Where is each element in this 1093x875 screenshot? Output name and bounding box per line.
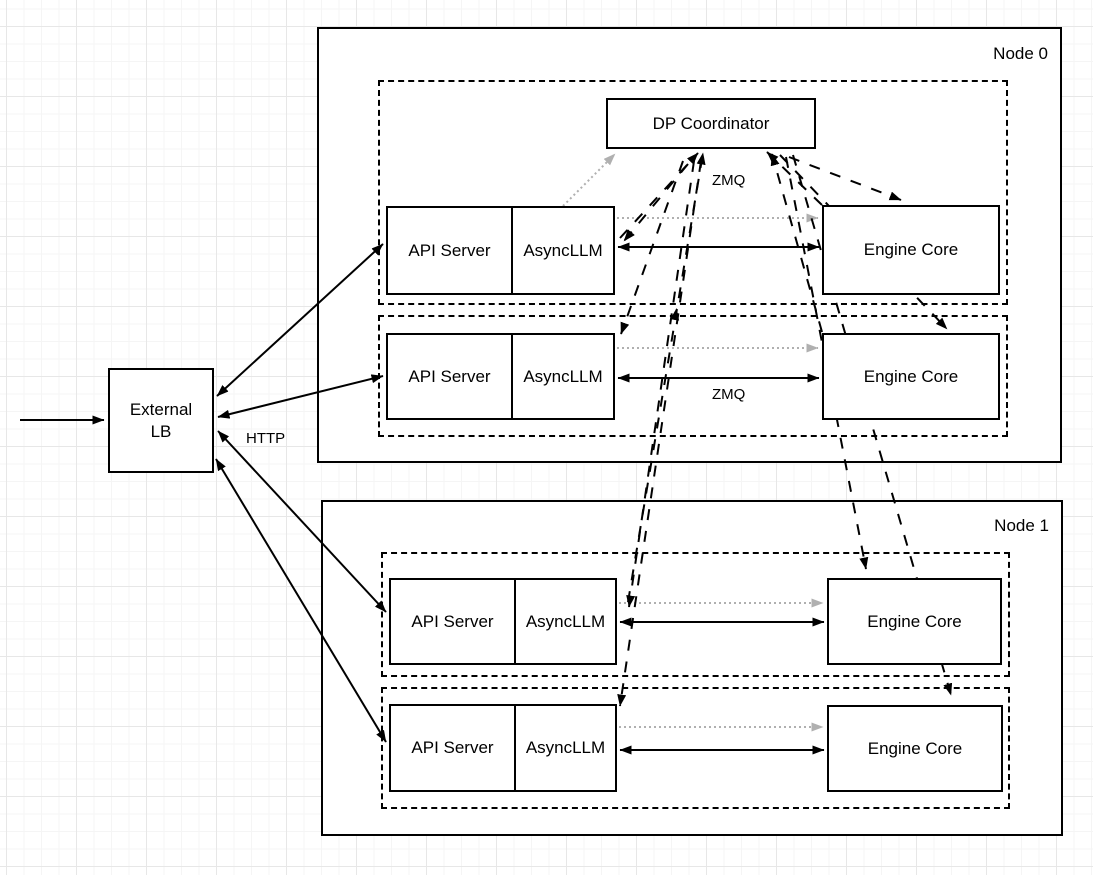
zmq-label-engine: ZMQ (712, 386, 746, 403)
asyncllm-cell-n0r1: AsyncLLM (511, 208, 613, 293)
dp-coordinator-label: DP Coordinator (652, 113, 770, 133)
arrow-dp-to-asyncllm-n0r2 (620, 160, 684, 335)
arrow-dp-to-enginecore-n0r1 (788, 156, 902, 201)
apiserver-asyncllm-box-n1r2: API Server AsyncLLM (389, 704, 617, 792)
enginecore-label-n1r2: Engine Core (867, 738, 963, 758)
node0-row1-dashed-group (378, 80, 1008, 305)
apiserver-asyncllm-box-n1r1: API Server AsyncLLM (389, 578, 617, 665)
arrow-dp-to-asyncllm-n0r1 (623, 163, 689, 242)
dp-coordinator-box: DP Coordinator (606, 98, 816, 149)
http-label: HTTP (246, 430, 286, 447)
asyncllm-label-n1r1: AsyncLLM (525, 611, 606, 631)
arrow-dotted-asyncllm-dp-n0r1 (562, 153, 616, 207)
apiserver-label-n1r1: API Server (411, 611, 494, 631)
arrow-dp-to-asyncllm-n1r2 (617, 160, 702, 707)
node1-row2-dashed-group (381, 687, 1010, 809)
enginecore-box-n0r1: Engine Core (822, 205, 1000, 295)
node1-title: Node 1 (994, 516, 1049, 535)
apiserver-cell-n0r1: API Server (388, 208, 511, 293)
asyncllm-cell-n0r2: AsyncLLM (511, 335, 613, 418)
arrow-lb-apiserver-n1r1 (217, 430, 387, 613)
arrow-lb-apiserver-n0r1 (216, 243, 384, 397)
enginecore-label-n0r2: Engine Core (863, 366, 959, 386)
asyncllm-cell-n1r2: AsyncLLM (514, 706, 615, 790)
arrow-enginecore-to-dp-n0r2 (770, 153, 823, 333)
zmq-label-coordinator: ZMQ (712, 172, 746, 189)
apiserver-cell-n1r1: API Server (391, 580, 514, 663)
enginecore-box-n1r2: Engine Core (827, 705, 1003, 792)
external-lb-label: External LB (129, 400, 193, 441)
arrow-dp-to-asyncllm-n1r1 (626, 160, 695, 608)
arrow-dp-to-enginecore-n1r1 (785, 156, 869, 570)
apiserver-cell-n1r2: API Server (391, 706, 514, 790)
asyncllm-label-n0r2: AsyncLLM (523, 366, 603, 386)
enginecore-box-n1r1: Engine Core (827, 578, 1002, 665)
enginecore-box-n0r2: Engine Core (822, 333, 1000, 420)
asyncllm-label-n1r2: AsyncLLM (525, 738, 606, 757)
arrow-lb-apiserver-n0r2 (217, 374, 384, 419)
enginecore-label-n1r1: Engine Core (867, 611, 962, 631)
apiserver-asyncllm-box-n0r2: API Server AsyncLLM (386, 333, 615, 420)
apiserver-label-n1r2: API Server (411, 738, 494, 757)
asyncllm-label-n0r1: AsyncLLM (523, 240, 603, 260)
node0-title: Node 0 (993, 44, 1048, 63)
apiserver-label-n0r1: API Server (408, 240, 491, 260)
apiserver-label-n0r2: API Server (408, 366, 491, 386)
apiserver-asyncllm-box-n0r1: API Server AsyncLLM (386, 206, 615, 295)
external-lb-box: External LB (108, 368, 214, 473)
enginecore-label-n0r1: Engine Core (863, 240, 959, 260)
arrow-lb-apiserver-n1r2 (215, 458, 387, 743)
asyncllm-cell-n1r1: AsyncLLM (514, 580, 615, 663)
apiserver-cell-n0r2: API Server (388, 335, 511, 418)
